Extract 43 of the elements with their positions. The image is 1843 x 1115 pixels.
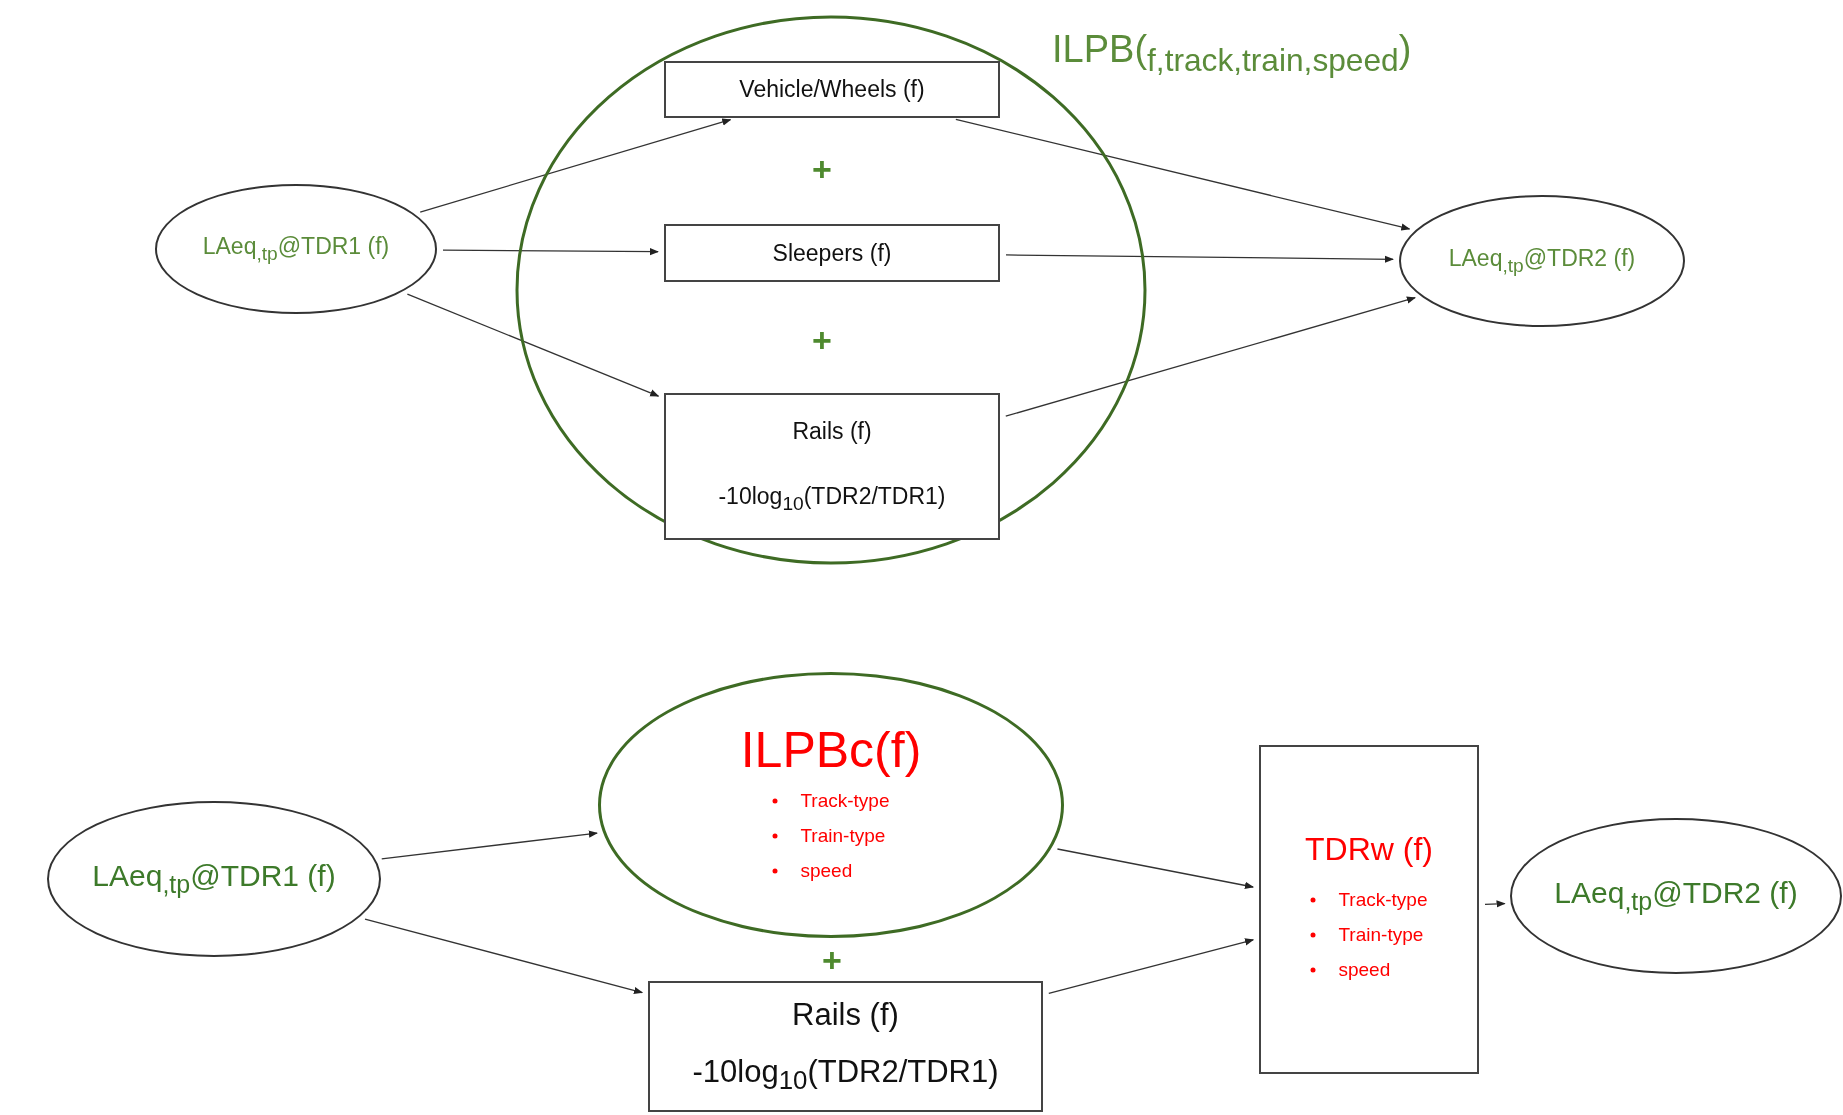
node-label: Vehicle/Wheels (f) bbox=[739, 76, 925, 103]
arrow bbox=[1484, 900, 1506, 908]
node-label: -10log$_{10}$(TDR2/TDR1) bbox=[718, 483, 946, 515]
ellipse-node bbox=[47, 801, 381, 957]
node-label: LAeq$_{,tp}$@TDR1 (f) bbox=[92, 859, 336, 899]
bullet-item: speed bbox=[800, 859, 853, 884]
node-heading: TDRw (f) bbox=[1305, 831, 1433, 869]
arrow bbox=[442, 248, 659, 256]
node-label: LAeq$_{,tp}$@TDR2 (f) bbox=[1554, 876, 1798, 916]
arrow bbox=[381, 830, 598, 860]
process-box bbox=[664, 224, 1000, 282]
bullet-item: Track-type bbox=[800, 789, 890, 814]
plus-sign: + bbox=[812, 152, 832, 186]
process-box bbox=[1259, 745, 1479, 1074]
arrow bbox=[1005, 254, 1394, 263]
plus-sign: + bbox=[812, 323, 832, 357]
process-box bbox=[664, 393, 1000, 540]
arrow bbox=[406, 293, 660, 397]
node-label: LAeq$_{,tp}$@TDR1 (f) bbox=[202, 233, 390, 265]
ellipse-node bbox=[1399, 195, 1685, 327]
node-label: Sleepers (f) bbox=[772, 239, 892, 267]
arrow bbox=[1056, 848, 1254, 889]
ellipse-node bbox=[1510, 818, 1842, 974]
arrow bbox=[1005, 296, 1416, 417]
arrow bbox=[1048, 938, 1255, 994]
arrow bbox=[364, 918, 644, 994]
bullet-item: Track-type bbox=[1338, 888, 1428, 913]
circle-heading: ILPB($_{f,track,train,speed}$) bbox=[1052, 28, 1412, 78]
ellipse-node bbox=[598, 672, 1064, 938]
bullet-item: Train-type bbox=[1338, 923, 1424, 948]
node-label: Rails (f) bbox=[792, 997, 899, 1033]
process-box bbox=[648, 981, 1043, 1112]
bullet-item: speed bbox=[1338, 958, 1391, 983]
node-label: LAeq$_{,tp}$@TDR2 (f) bbox=[1448, 245, 1636, 277]
arrow bbox=[955, 118, 1411, 231]
bullet-item: Train-type bbox=[800, 824, 886, 849]
plus-sign: + bbox=[822, 943, 842, 977]
node-label: -10log$_{10}$(TDR2/TDR1) bbox=[692, 1053, 999, 1096]
node-heading: ILPBc(f) bbox=[740, 721, 922, 780]
ellipse-node bbox=[155, 184, 437, 314]
node-label: Rails (f) bbox=[792, 418, 872, 445]
process-box bbox=[664, 61, 1000, 118]
arrow bbox=[419, 118, 732, 213]
